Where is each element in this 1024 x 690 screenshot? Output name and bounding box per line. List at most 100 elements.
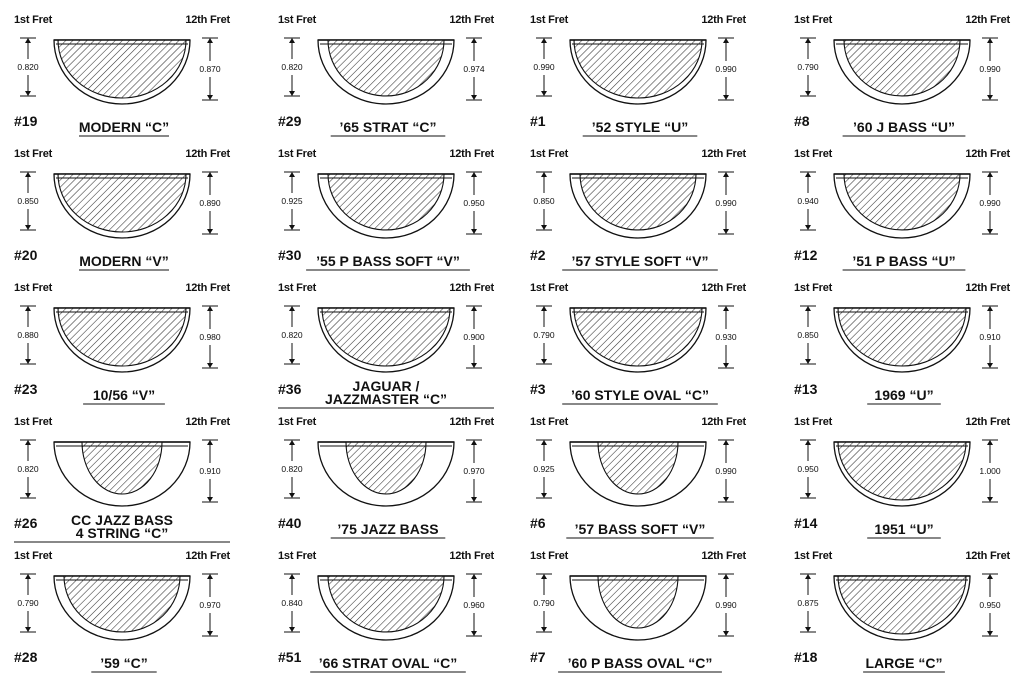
twelfth-fret-label: 12th Fret [449,148,494,160]
twelfth-fret-dimension-value: 0.890 [199,198,221,208]
first-fret-dimension-value: 0.950 [797,464,819,474]
profile-number: #23 [14,381,38,397]
profile-number: #13 [794,381,818,397]
twelfth-fret-dimension-arrow-up-icon [207,306,213,311]
twelfth-fret-dimension-arrow-down-icon [207,631,213,636]
first-fret-dimension-value: 0.850 [533,196,555,206]
twelfth-fret-dimension-arrow-up-icon [207,38,213,43]
first-fret-dimension-arrow-up-icon [289,38,295,43]
first-fret-dimension-arrow-up-icon [541,306,547,311]
twelfth-fret-dimension-arrow-down-icon [207,95,213,100]
twelfth-fret-dimension-value: 0.990 [715,600,737,610]
profile-name-line-1: JAGUAR / [353,378,420,394]
twelfth-fret-dimension-arrow-down-icon [471,95,477,100]
first-fret-profile [597,575,679,629]
first-fret-dimension-arrow-up-icon [289,306,295,311]
first-fret-profile [57,39,187,99]
profile-number: #29 [278,113,302,129]
first-fret-dimension-arrow-up-icon [541,574,547,579]
twelfth-fret-dimension-arrow-down-icon [471,229,477,234]
first-fret-dimension-arrow-up-icon [289,172,295,177]
first-fret-dimension-value: 0.925 [533,464,555,474]
first-fret-dimension-value: 0.790 [797,62,819,72]
first-fret-label: 1st Fret [530,416,569,428]
first-fret-profile [573,307,703,367]
first-fret-label: 1st Fret [530,14,569,26]
first-fret-dimension-arrow-down-icon [25,225,31,230]
profile-number: #14 [794,515,818,531]
first-fret-dimension-value: 0.990 [533,62,555,72]
twelfth-fret-dimension-value: 0.974 [463,64,485,74]
twelfth-fret-dimension-value: 0.900 [463,332,485,342]
twelfth-fret-dimension-arrow-down-icon [987,95,993,100]
twelfth-fret-dimension-arrow-up-icon [723,440,729,445]
profile-number: #12 [794,247,818,263]
first-fret-label: 1st Fret [278,416,317,428]
first-fret-profile [321,307,451,367]
twelfth-fret-dimension-value: 0.950 [979,600,1001,610]
twelfth-fret-dimension-arrow-up-icon [723,574,729,579]
first-fret-profile [837,307,967,367]
twelfth-fret-label: 12th Fret [701,550,746,562]
first-fret-dimension-arrow-down-icon [289,359,295,364]
profile-number: #7 [530,649,546,665]
twelfth-fret-dimension-arrow-up-icon [471,306,477,311]
twelfth-fret-dimension-arrow-up-icon [723,38,729,43]
twelfth-fret-dimension-arrow-up-icon [987,440,993,445]
twelfth-fret-dimension-value: 0.990 [715,64,737,74]
twelfth-fret-dimension-value: 0.930 [715,332,737,342]
profile-name: ’51 P BASS “U” [852,253,955,269]
first-fret-label: 1st Fret [794,148,833,160]
first-fret-dimension-value: 0.820 [281,464,303,474]
first-fret-dimension-arrow-up-icon [541,440,547,445]
first-fret-dimension-arrow-down-icon [805,91,811,96]
twelfth-fret-dimension-arrow-down-icon [207,229,213,234]
profile-name: ’60 J BASS “U” [853,119,955,135]
twelfth-fret-label: 12th Fret [449,416,494,428]
first-fret-dimension-value: 0.820 [17,464,39,474]
first-fret-dimension-value: 0.850 [17,196,39,206]
first-fret-profile [327,39,445,97]
first-fret-dimension-arrow-up-icon [805,574,811,579]
first-fret-dimension-arrow-down-icon [805,225,811,230]
profile-name-line-2: JAZZMASTER “C” [325,391,447,407]
twelfth-fret-dimension-arrow-up-icon [207,574,213,579]
profile-number: #30 [278,247,302,263]
first-fret-profile [579,173,697,231]
twelfth-fret-dimension-arrow-up-icon [987,574,993,579]
twelfth-fret-label: 12th Fret [701,416,746,428]
twelfth-fret-dimension-value: 0.990 [979,198,1001,208]
first-fret-label: 1st Fret [278,282,317,294]
profile-name-line-2: 4 STRING “C” [76,525,169,541]
first-fret-dimension-arrow-down-icon [25,493,31,498]
first-fret-dimension-arrow-down-icon [805,493,811,498]
twelfth-fret-label: 12th Fret [185,282,230,294]
first-fret-dimension-arrow-down-icon [541,627,547,632]
twelfth-fret-dimension-arrow-down-icon [471,631,477,636]
twelfth-fret-dimension-arrow-up-icon [207,440,213,445]
twelfth-fret-dimension-value: 0.990 [715,198,737,208]
first-fret-dimension-value: 0.840 [281,598,303,608]
first-fret-profile [597,441,679,495]
first-fret-profile [843,173,961,231]
first-fret-dimension-arrow-up-icon [289,440,295,445]
first-fret-dimension-value: 0.880 [17,330,39,340]
profile-name: ’57 STYLE SOFT “V” [572,253,709,269]
twelfth-fret-label: 12th Fret [185,14,230,26]
profile-number: #20 [14,247,38,263]
first-fret-dimension-arrow-up-icon [805,172,811,177]
first-fret-profile [837,441,967,501]
profile-name: ’65 STRAT “C” [340,119,437,135]
first-fret-label: 1st Fret [530,148,569,160]
first-fret-dimension-arrow-up-icon [25,172,31,177]
twelfth-fret-dimension-value: 0.950 [463,198,485,208]
